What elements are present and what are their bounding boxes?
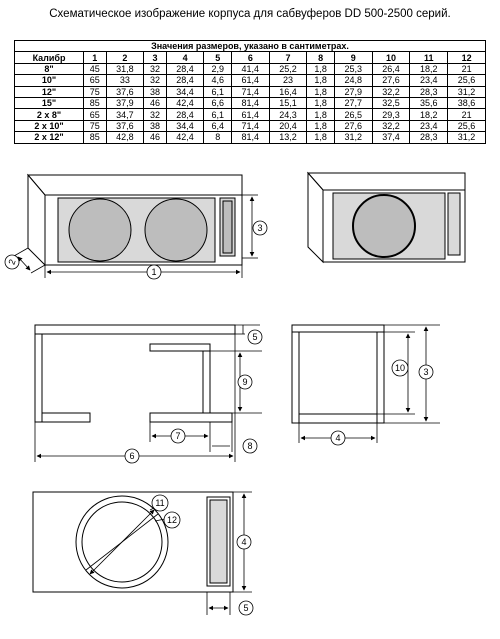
callout-3-dual-box: 3 <box>252 220 268 236</box>
dimension-cell: 85 <box>83 131 107 144</box>
svg-text:4: 4 <box>241 537 246 547</box>
callout-7: 7 <box>170 428 186 444</box>
callout-2: 2 <box>4 254 20 270</box>
callout-8: 8 <box>242 438 258 454</box>
front-section-dimensions <box>298 324 440 443</box>
dimension-cell: 13,2 <box>268 131 308 144</box>
dimension-cell: 28,3 <box>409 131 449 144</box>
callout-4-plan: 4 <box>236 534 252 550</box>
svg-text:6: 6 <box>129 451 134 461</box>
column-header: 5 <box>203 51 232 64</box>
left-panel <box>291 331 300 424</box>
back-panel <box>34 333 43 423</box>
svg-text:12: 12 <box>167 515 177 525</box>
dual-box-dimensions <box>13 194 258 278</box>
top-panel <box>291 324 385 333</box>
right-panel <box>376 331 385 424</box>
port-top-panel <box>149 343 211 352</box>
table-header-row: Калибр 1 2 3 4 5 6 7 8 9 10 11 12 <box>13 51 486 64</box>
callout-6: 6 <box>124 448 140 464</box>
svg-text:7: 7 <box>175 431 180 441</box>
dimension-cell: 31,2 <box>447 85 486 98</box>
svg-text:8: 8 <box>247 441 252 451</box>
svg-text:9: 9 <box>242 377 247 387</box>
column-header: 6 <box>230 51 270 64</box>
callout-12: 12 <box>163 511 181 529</box>
port-slot <box>447 192 461 256</box>
side-section-view <box>34 324 236 423</box>
front-section-view <box>291 324 385 424</box>
svg-text:5: 5 <box>243 603 248 613</box>
port-side-panel <box>202 350 211 414</box>
column-header: 1 <box>83 51 107 64</box>
callout-9: 9 <box>237 374 253 390</box>
page-title: Схематическое изображение корпуса для са… <box>49 8 451 20</box>
svg-text:5: 5 <box>252 332 257 342</box>
callout-11: 11 <box>151 494 169 512</box>
caliber-cell: 2 x 12" <box>13 131 85 144</box>
svg-text:3: 3 <box>257 223 262 233</box>
bottom-panel <box>298 413 378 424</box>
dimension-cell: 31,2 <box>447 131 486 144</box>
bottom-panel-left <box>41 412 91 423</box>
column-header: 2 <box>105 51 145 64</box>
dimension-cell: 25,6 <box>447 119 486 133</box>
column-header: 3 <box>143 51 167 64</box>
svg-text:2: 2 <box>6 258 17 266</box>
top-panel <box>34 324 236 335</box>
dimension-cell: 42,4 <box>165 131 205 144</box>
speaker-left <box>68 198 132 262</box>
bottom-panel-right <box>149 412 233 423</box>
single-speaker-box-view <box>306 171 466 264</box>
column-header: 7 <box>268 51 308 64</box>
callout-10: 10 <box>391 359 409 377</box>
box-top-face <box>26 174 243 196</box>
callout-5-plan: 5 <box>238 600 254 616</box>
svg-text:1: 1 <box>151 267 156 277</box>
callout-3-front: 3 <box>418 364 434 380</box>
column-header: 4 <box>165 51 205 64</box>
svg-text:11: 11 <box>155 498 164 508</box>
dual-speaker-box-view <box>26 173 243 267</box>
svg-text:3: 3 <box>423 367 428 377</box>
front-plan-view <box>32 491 234 593</box>
box-top-face <box>306 172 466 191</box>
svg-text:4: 4 <box>335 433 340 443</box>
port-opening-inner <box>209 499 228 584</box>
side-section-dimensions <box>34 324 262 462</box>
dimension-cell: 46 <box>143 131 167 144</box>
callout-1: 1 <box>146 264 162 280</box>
dimensions-table: Значения размеров, указано в сантиметрах… <box>13 39 486 144</box>
table-caption: Значения размеров, указано в сантиметрах… <box>14 39 486 53</box>
speaker-right <box>144 198 208 262</box>
column-header: 12 <box>447 51 486 64</box>
dimension-cell: 81,4 <box>230 131 270 144</box>
svg-text:10: 10 <box>395 363 405 373</box>
callout-4-front: 4 <box>330 430 346 446</box>
port-slot-inner <box>222 200 233 254</box>
callout-5-side: 5 <box>247 329 263 345</box>
dimension-cell: 37,4 <box>371 131 411 144</box>
speaker-single <box>352 194 416 258</box>
